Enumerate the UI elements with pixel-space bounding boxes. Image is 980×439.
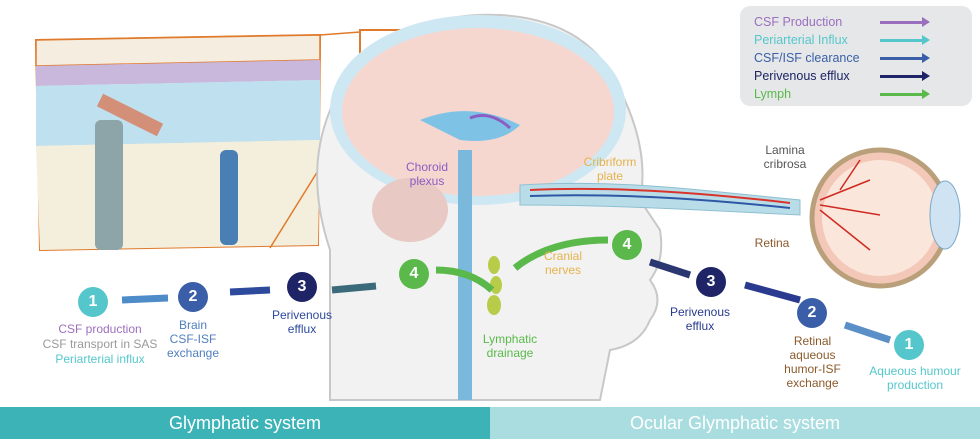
- flow-arrows: [121, 236, 892, 344]
- eye-lens: [929, 180, 961, 250]
- label-choroid-plexus: Choroid plexus: [405, 160, 449, 188]
- step-2-right: 2: [797, 298, 827, 328]
- label-retinal-exchange: Retinal aqueous humor-ISF exchange: [784, 334, 841, 390]
- legend-label: Periarterial Influx: [754, 33, 848, 47]
- label-perivenous-efflux-right: Perivenous efflux: [669, 305, 731, 333]
- legend-item-periarterial-influx: Periarterial Influx: [754, 32, 848, 48]
- label-cranial-nerves: Cranial nerves: [543, 249, 582, 277]
- step-3-right: 3: [696, 267, 726, 297]
- legend-arrow-icon: [880, 53, 930, 63]
- banner-ocular-glymphatic-system: Ocular Glymphatic system: [490, 407, 980, 439]
- legend-item-perivenous-efflux: Perivenous efflux: [754, 68, 850, 84]
- legend-item-csf-isf-clearance: CSF/ISF clearance: [754, 50, 860, 66]
- label-aqueous-humour: Aqueous humour production: [869, 364, 961, 392]
- label-csf-transport: CSF transport in SAS: [42, 337, 158, 351]
- step-1-left: 1: [78, 287, 108, 317]
- artery-vessel: [95, 120, 123, 250]
- label-retina: Retina: [754, 236, 790, 250]
- legend-arrow-icon: [880, 71, 930, 81]
- label-brain-exchange: Brain CSF-ISF exchange: [166, 318, 220, 360]
- legend-arrow-icon: [880, 35, 930, 45]
- legend-item-lymph: Lymph: [754, 86, 791, 102]
- label-cribriform-plate: Cribriform plate: [583, 155, 637, 183]
- lymph-nodes: [487, 256, 502, 315]
- label-perivenous-efflux-left: Perivenous efflux: [271, 308, 333, 336]
- vein-vessel: [220, 150, 238, 245]
- optic-nerve: [519, 182, 801, 216]
- label-csf-production: CSF production: [58, 322, 142, 336]
- step-1-right: 1: [894, 330, 924, 360]
- step-3-left: 3: [287, 272, 317, 302]
- legend-label: Perivenous efflux: [754, 69, 850, 83]
- step-4-right: 4: [612, 230, 642, 260]
- legend-arrow-icon: [880, 89, 930, 99]
- cerebellum: [372, 178, 448, 242]
- banner-glymphatic-system: Glymphatic system: [0, 407, 490, 439]
- legend-label: CSF Production: [754, 15, 843, 29]
- legend-arrow-icon: [880, 17, 930, 27]
- label-lymphatic-drainage: Lymphatic drainage: [482, 332, 538, 360]
- label-periarterial-influx: Periarterial influx: [55, 352, 145, 366]
- legend-label: Lymph: [754, 87, 792, 101]
- tissue-block: [34, 33, 322, 252]
- step-4-left: 4: [399, 259, 429, 289]
- legend-label: CSF/ISF clearance: [754, 51, 860, 65]
- label-lamina-cribrosa: Lamina cribrosa: [763, 143, 807, 171]
- step-2-left: 2: [178, 282, 208, 312]
- legend-item-csf-production: CSF Production: [754, 14, 842, 30]
- legend-panel: CSF Production Periarterial Influx CSF/I…: [740, 6, 972, 106]
